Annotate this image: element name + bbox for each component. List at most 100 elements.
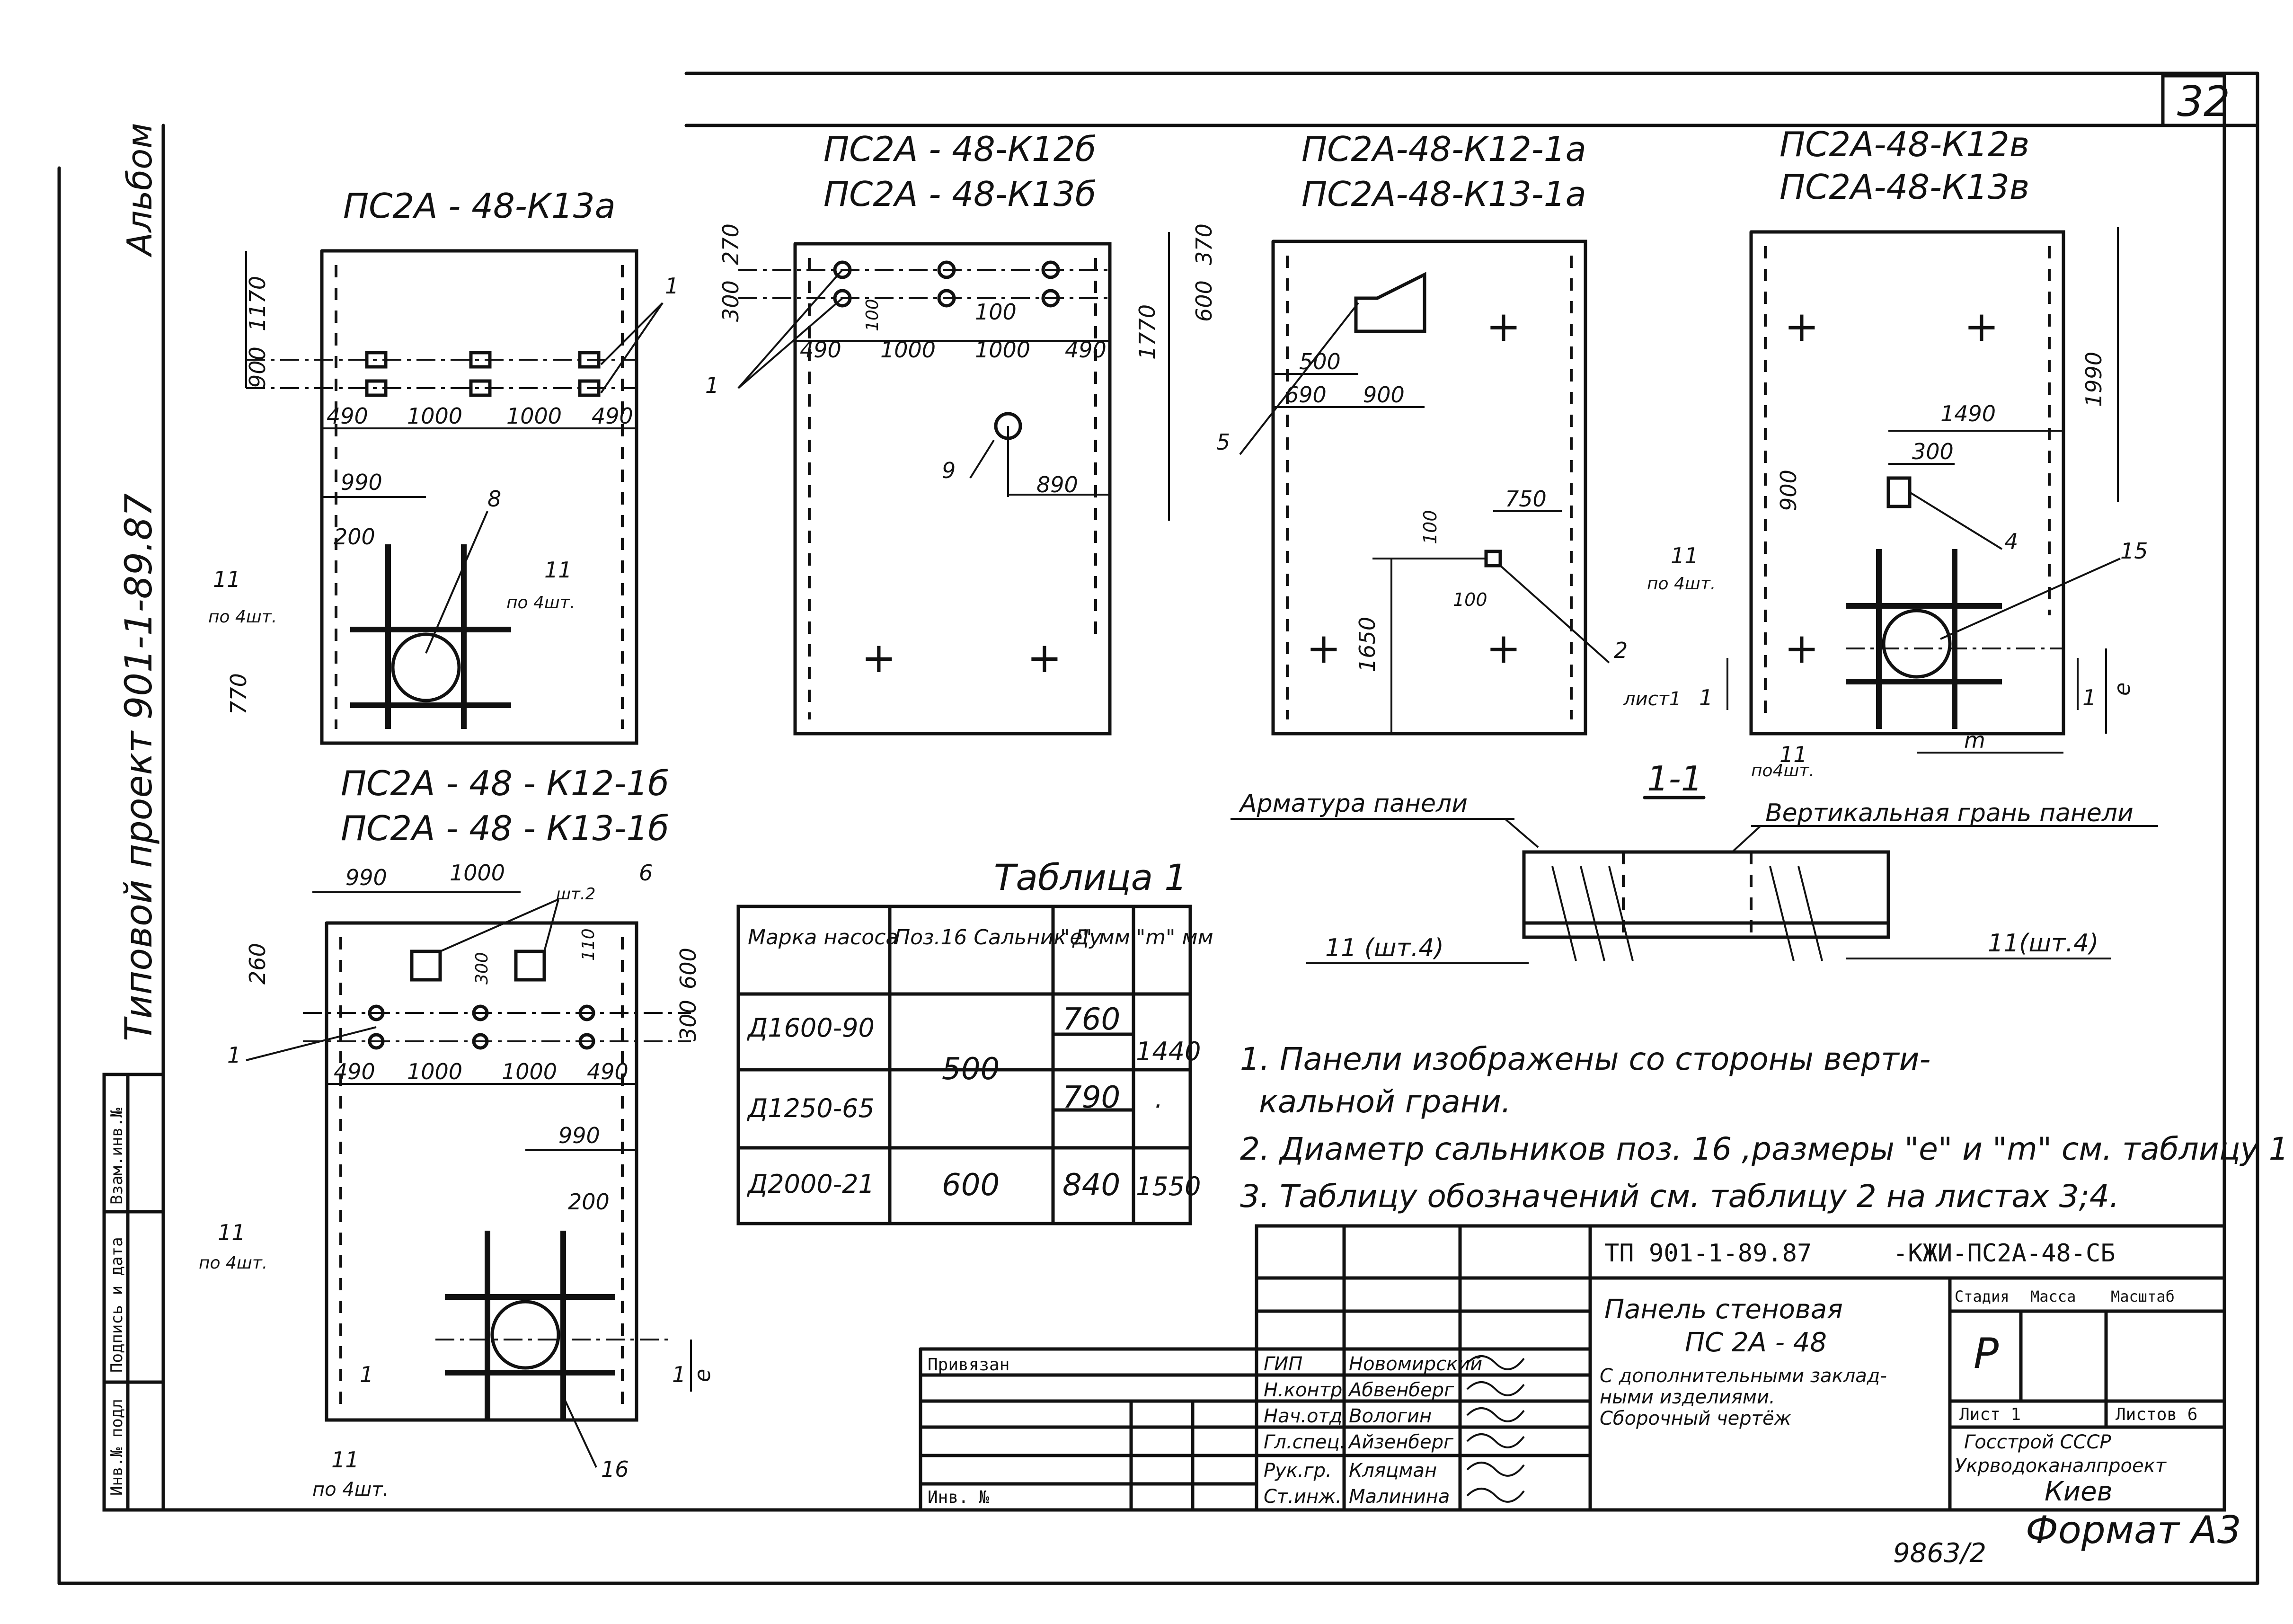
embedded-plate [514, 950, 546, 982]
format-label: Формат А3 [2026, 1508, 2241, 1552]
role-name: Малинина [1349, 1486, 1450, 1508]
embedded-plate [1886, 476, 1912, 508]
svg-text:1000: 1000 [450, 860, 505, 886]
table-row-pump: Д1600-90 [747, 1013, 875, 1043]
svg-text:370: 370 [1191, 223, 1217, 265]
svg-text:+: + [861, 633, 896, 682]
signature-mark [1466, 1488, 1525, 1503]
svg-text:6: 6 [639, 860, 653, 886]
svg-text:5: 5 [1216, 429, 1230, 455]
archive-number: 9863/2 [1893, 1538, 1986, 1569]
scale-header: Масштаб [2111, 1287, 2175, 1305]
section-left-bar-label: 11 (шт.4) [1325, 934, 1444, 962]
svg-text:1: 1 [227, 1042, 241, 1068]
svg-text:11: 11 [1671, 543, 1699, 568]
svg-text:1: 1 [672, 1362, 686, 1387]
svg-text:1000: 1000 [502, 1059, 557, 1084]
svg-text:1170: 1170 [245, 276, 270, 331]
panel-title: ПС2А-48-К13-1а [1301, 174, 1586, 214]
role-label: Ст.инж. [1264, 1486, 1342, 1508]
note-line: кальной грани. [1259, 1083, 1511, 1120]
svg-text:11: 11 [544, 557, 572, 583]
panel-outline [793, 242, 1112, 736]
embedded-plate [365, 379, 388, 397]
embedded-plate [469, 379, 492, 397]
svg-text:+: + [1486, 302, 1521, 351]
svg-text:770: 770 [226, 673, 251, 715]
svg-text:9: 9 [942, 458, 956, 483]
table-header: Поз.16 Сальник Ду [894, 925, 1102, 950]
svg-text:1990: 1990 [2081, 352, 2107, 407]
svg-text:1000: 1000 [407, 1059, 462, 1084]
svg-text:лист1: лист1 [1623, 688, 1681, 710]
svg-text:+: + [1306, 624, 1341, 673]
note-line: 2. Диаметр сальников поз. 16 ,размеры "е… [1240, 1131, 2289, 1167]
role-name: Кляцман [1349, 1460, 1437, 1482]
table-header: "е" мм [1060, 925, 1130, 950]
svg-text:шт.2: шт.2 [556, 885, 595, 904]
table-row-dn: 600 [942, 1168, 1000, 1203]
svg-text:890: 890 [1036, 472, 1078, 497]
svg-text:300: 300 [472, 952, 492, 985]
table-row-e: 790 [1062, 1080, 1120, 1115]
embedded-plate [365, 351, 388, 369]
svg-text:490: 490 [587, 1059, 629, 1084]
svg-text:11: 11 [218, 1220, 246, 1245]
album-label: Альбом [120, 123, 159, 257]
panel-k12v: ПС2А-48-К12в ПС2А-48-К13в 1990 1490 300 … [1623, 124, 2148, 781]
embedded-plate-angled [1354, 272, 1426, 333]
sheets-label: Листов 6 [2116, 1405, 2197, 1424]
svg-text:11: 11 [331, 1447, 359, 1473]
embedded-plate [1484, 550, 1502, 568]
svg-text:по 4шт.: по 4шт. [506, 593, 575, 612]
svg-text:110: 110 [579, 928, 598, 961]
svg-text:+: + [1486, 624, 1521, 673]
role-label: Рук.гр. [1264, 1460, 1332, 1482]
org-line: Киев [2045, 1476, 2113, 1507]
panel-title: ПС2А - 48-К13а [343, 186, 616, 226]
inv-label: Инв. № [928, 1488, 989, 1507]
table-title: Таблица 1 [994, 856, 1187, 898]
svg-text:4: 4 [2004, 529, 2018, 554]
svg-text:300: 300 [1912, 439, 1954, 464]
svg-text:100: 100 [1453, 589, 1487, 610]
title-name: ными изделиями. [1600, 1386, 1775, 1408]
mass-header: Масса [2030, 1287, 2076, 1305]
panel-title: ПС2А - 48-К12б [823, 129, 1096, 169]
signature-mark [1466, 1355, 1525, 1370]
svg-text:990: 990 [558, 1123, 600, 1148]
note-line: 3. Таблицу обозначений см. таблицу 2 на … [1240, 1178, 2119, 1215]
role-name: Абвенберг [1347, 1379, 1454, 1401]
svg-text:по4шт.: по4шт. [1751, 761, 1815, 781]
panel-outline [325, 921, 638, 1422]
svg-text:750: 750 [1505, 486, 1547, 512]
panel-title: ПС2А - 48 - К12-1б [341, 763, 669, 803]
panel-title: ПС2А - 48 - К13-1б [341, 808, 669, 848]
title-code: ТП 901-1-89.87 [1604, 1239, 1812, 1268]
panel-title: ПС2А - 48-К13б [823, 174, 1096, 214]
table-row-pump: Д2000-21 [747, 1169, 875, 1199]
table-1: Таблица 1 Марка насоса Поз.16 Сальник Ду… [736, 856, 1213, 1225]
sleeve-opening [1882, 609, 1952, 679]
role-name: Вологин [1349, 1405, 1432, 1427]
signature-mark [1466, 1462, 1525, 1477]
svg-text:1770: 1770 [1134, 304, 1160, 360]
svg-text:по 4шт.: по 4шт. [199, 1253, 267, 1273]
org-line: Госстрой СССР [1964, 1431, 2111, 1453]
role-label: Нач.отд. [1264, 1405, 1348, 1427]
svg-text:1000: 1000 [975, 337, 1030, 363]
section-left-caption: Арматура панели [1239, 790, 1468, 818]
panel-k12b: ПС2А - 48-К12б ПС2А - 48-К13б 270 300 49… [705, 129, 1170, 736]
table-row-dn: 500 [942, 1052, 1000, 1087]
svg-text:1650: 1650 [1355, 617, 1380, 672]
svg-text:200: 200 [568, 1189, 610, 1215]
embedded-plate [469, 351, 492, 369]
svg-text:990: 990 [345, 865, 387, 890]
section-right-bar-label: 11(шт.4) [1988, 929, 2098, 958]
sheet-number: 32 [2177, 77, 2230, 126]
svg-text:1: 1 [665, 273, 679, 299]
sleeve-opening [490, 1300, 560, 1370]
svg-text:1: 1 [360, 1362, 373, 1387]
table-row-m: 1550 [1136, 1171, 1201, 1201]
